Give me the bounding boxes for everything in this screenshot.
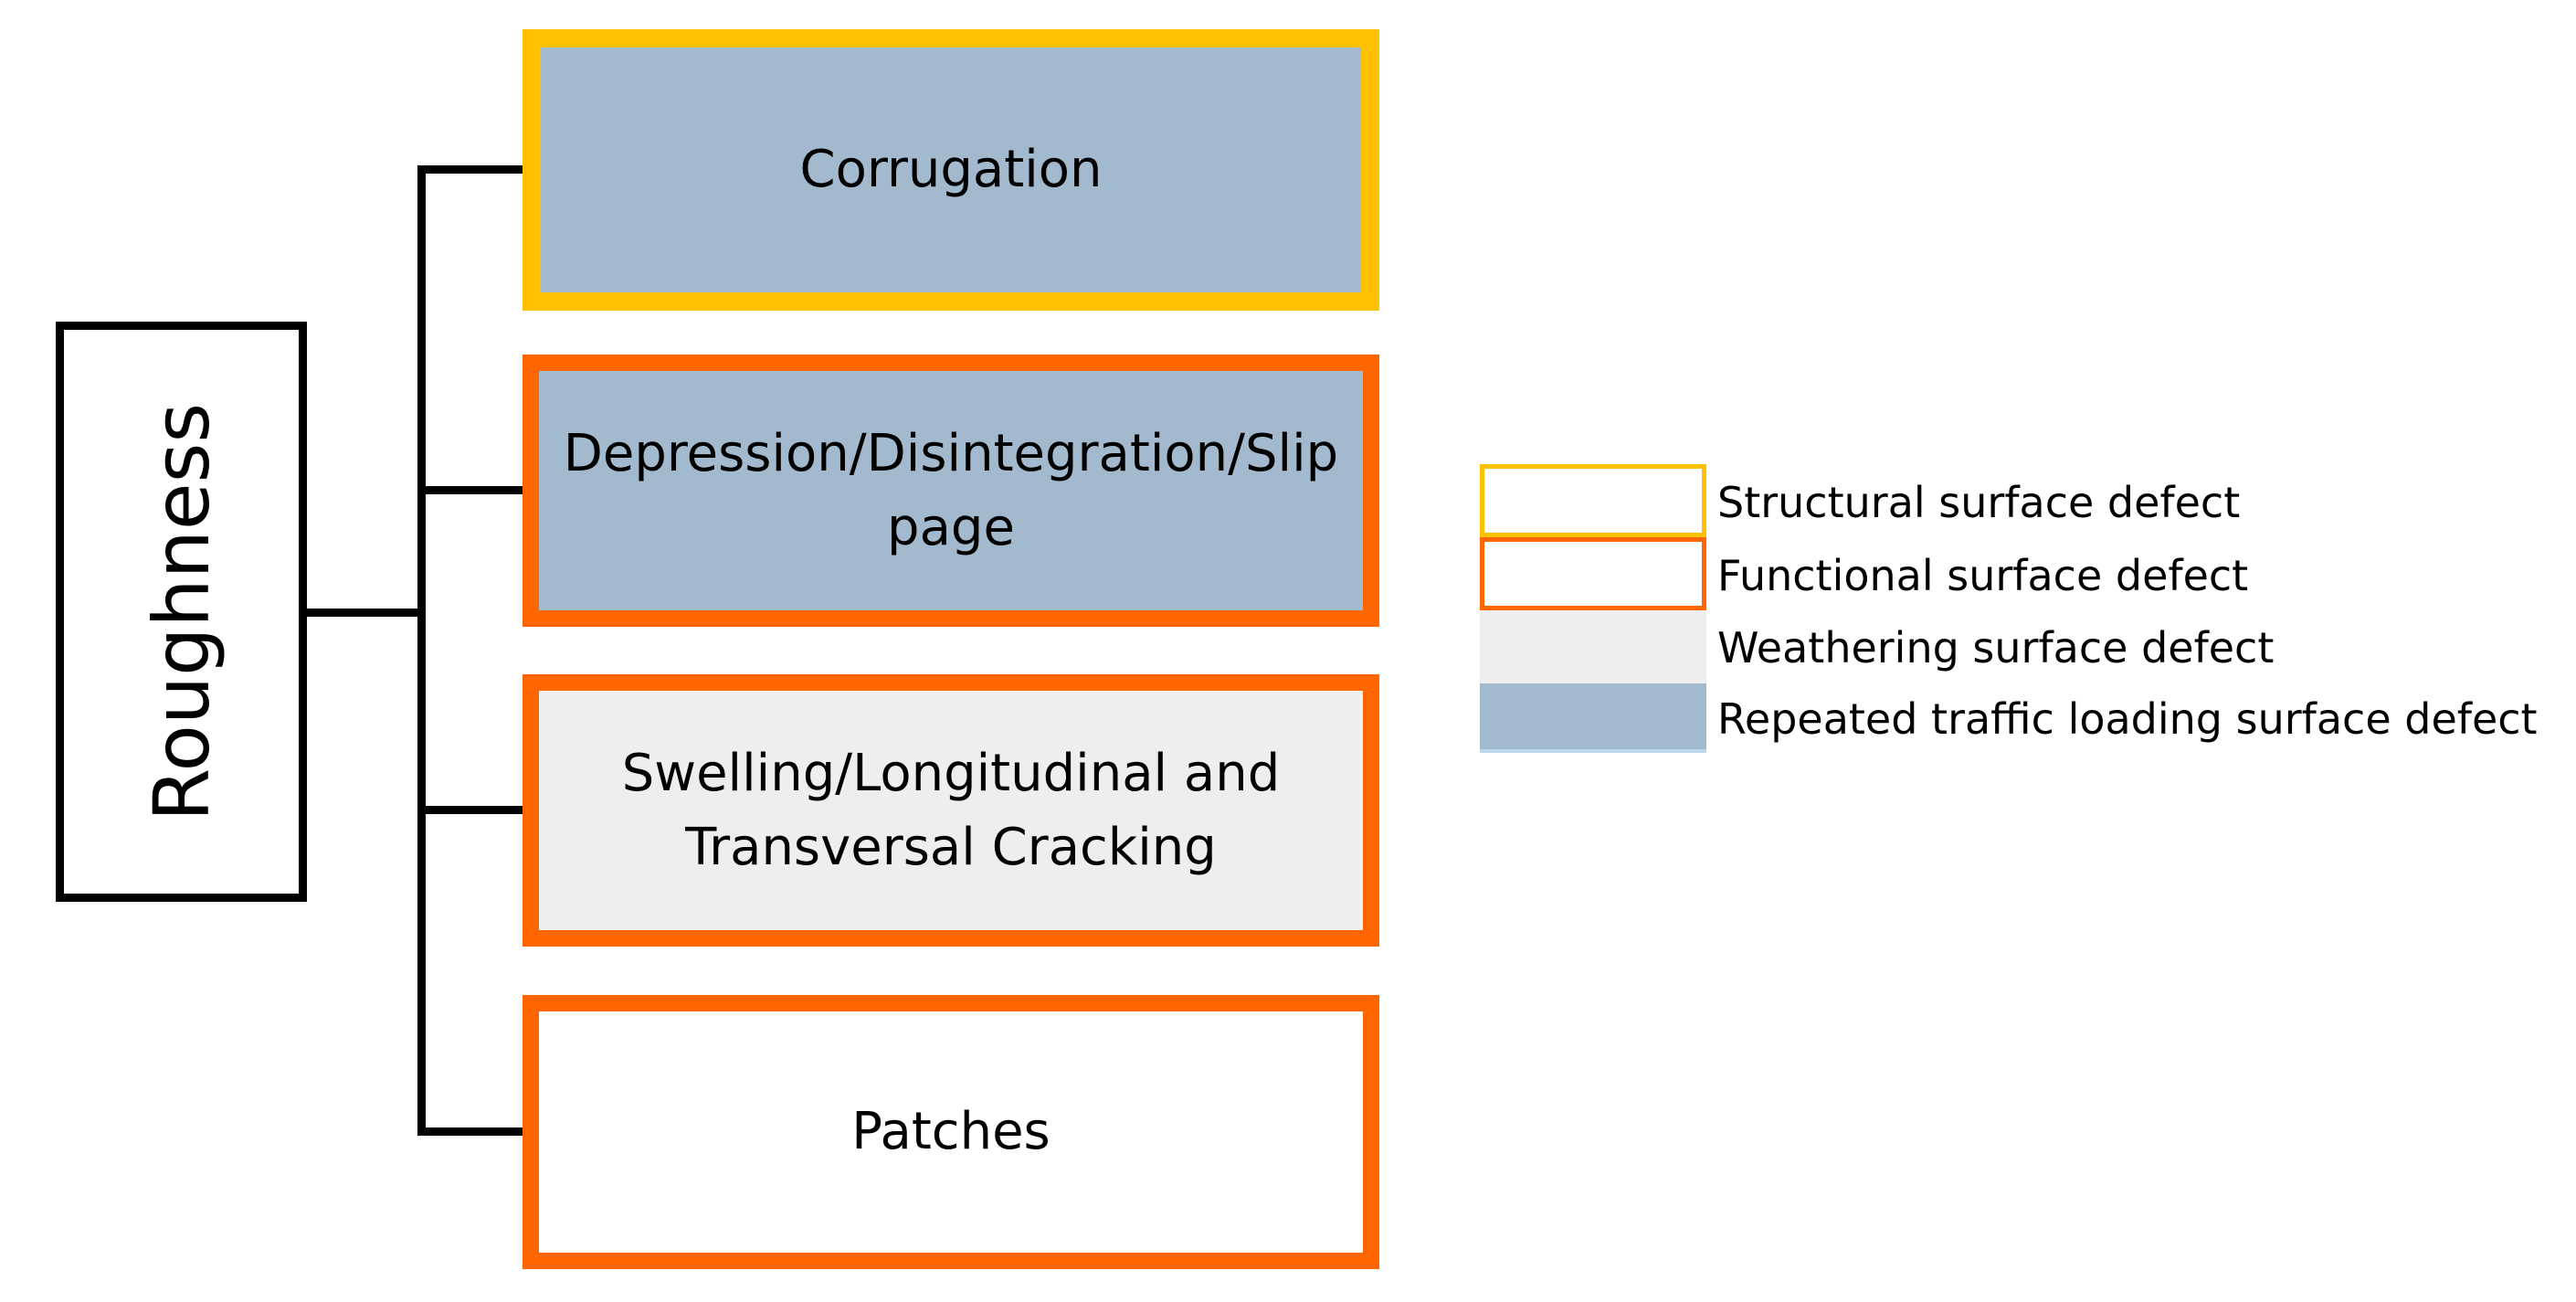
legend-label-weathering: Weathering surface defect [1717, 623, 2275, 672]
node-depression-disintegration-slippage: Depression/Disintegration/Slip page [523, 355, 1379, 627]
branch-connector-corrugation [417, 165, 523, 174]
legend-swatch-weathering [1480, 610, 1706, 683]
node-label: Corrugation [799, 140, 1103, 200]
legend-swatch-structural [1480, 464, 1706, 537]
node-label: Swelling/Longitudinal and Transversal Cr… [621, 743, 1281, 877]
legend-swatch-repeated-traffic [1480, 683, 1706, 753]
branch-connector-swelling [417, 806, 523, 814]
root-node-box: Roughness [56, 322, 307, 902]
root-node-label: Roughness [136, 402, 227, 821]
legend-swatch-functional [1480, 537, 1706, 610]
node-swelling-cracking: Swelling/Longitudinal and Transversal Cr… [523, 674, 1379, 947]
node-corrugation: Corrugation [523, 29, 1379, 311]
node-label: Depression/Disintegration/Slip page [563, 423, 1339, 557]
trunk-connector-line [417, 165, 426, 1136]
branch-connector-depression [417, 486, 523, 494]
legend-label-repeated-traffic: Repeated traffic loading surface defect [1717, 694, 2538, 744]
root-connector-line [307, 609, 426, 617]
branch-connector-patches [417, 1127, 523, 1136]
legend-label-functional: Functional surface defect [1717, 551, 2249, 600]
node-label: Patches [851, 1102, 1050, 1162]
legend-label-structural: Structural surface defect [1717, 478, 2241, 527]
node-patches: Patches [523, 995, 1379, 1269]
